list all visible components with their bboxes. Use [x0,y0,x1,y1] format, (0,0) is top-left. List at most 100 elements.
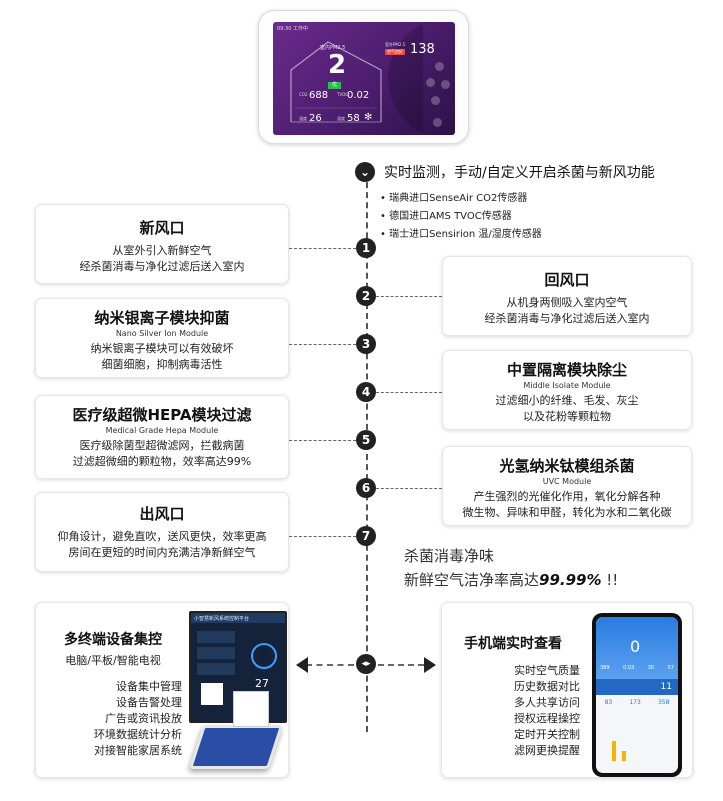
card-line: 从室外引入新鲜空气 [112,244,212,257]
pm-value: 2 [328,50,347,80]
connector [376,488,442,489]
step-card-hepa: 医疗级超微HEPA模块过滤 Medical Grade Hepa Module … [35,395,289,479]
mobile-feature-list: 实时空气质量 历史数据对比 多人共享访问 授权远程操控 定时开关控制 滤网更换提… [494,663,580,759]
temp-value: 26 [309,113,322,124]
card-title: 新风口 [139,219,185,237]
menu-button-settings[interactable] [441,80,450,89]
card-line: 过滤细小的纤维、毛发、灰尘 [495,394,639,407]
card-line: 经杀菌消毒与净化过滤后送入室内 [484,312,650,325]
card-title: 医疗级超微HEPA模块过滤 [72,406,252,424]
connector [376,296,442,297]
card-line: 细菌细胞，抑制病毒活性 [101,358,223,371]
arrow-left-icon [296,657,308,673]
menu-button-sterilize[interactable] [435,62,444,71]
card-line: 以及花粉等颗粒物 [523,410,611,423]
card-line: 纳米银离子模块可以有效破坏 [90,342,234,355]
step-card-fresh-air-inlet: 新风口 从室外引入新鲜空气 经杀菌消毒与净化过滤后送入室内 [35,204,289,284]
sensor-list: • 瑞典进口SenseAir CO2传感器 • 德国进口AMS TVOC传感器 … [380,190,542,244]
outdoor-value: 138 [410,42,435,57]
card-subtitle: Middle Isolate Module [523,381,611,390]
status-text: 09:30 工作中 [277,26,308,32]
multi-feature-list: 设备集中管理 设备告警处理 广告或资讯投放 环境数据统计分析 对接智能家居系统 [76,679,182,759]
step-card-uvc: 光氢纳米钛模组杀菌 UVC Module 产生强烈的光催化作用，氧化分解各种 微… [442,446,692,526]
pm-label: 室内PM2.5 [320,45,346,51]
card-line: 房间在更短的时间内充满洁净新鲜空气 [68,546,256,559]
center-dashed-line [366,172,368,732]
connector [289,440,356,441]
card-subtitle: UVC Module [542,477,592,486]
mobile-feature: 授权远程操控 [514,712,580,725]
laptop-screen-image [233,691,269,727]
multi-feature: 环境数据统计分析 [94,728,182,741]
card-line: 微生物、异味和甲醛，转化为水和二氧化碳 [462,506,672,519]
hum-value: 58 [347,113,360,124]
multi-subtitle: 电脑/平板/智能电视 [65,654,161,667]
qr-code-icon [201,683,223,705]
card-line: 仰角设计，避免直吹，送风更快，效率更高 [57,530,267,543]
connector [289,536,356,537]
tablet-image [188,725,284,769]
device-screen: 09:30 工作中 室内PM2.5 2 优 室外PM2.5 空气良好 138 C… [273,22,455,135]
phone-stat: 358 [657,699,670,706]
phone-stat: 83 [604,699,613,706]
connector [289,344,356,345]
step-card-outlet: 出风口 仰角设计，避免直吹，送风更快，效率更高 房间在更短的时间内充满洁净新鲜空… [35,492,289,572]
sensor-item: • 瑞士进口Sensirion 温/湿度传感器 [380,229,542,240]
mobile-feature: 定时开关控制 [514,728,580,741]
step-card-nano-silver: 纳米银离子模块抑菌 Nano Silver Ion Module 纳米银离子模块… [35,298,289,378]
card-title: 回风口 [544,271,590,289]
step-card-middle-isolate: 中置隔离模块除尘 Middle Isolate Module 过滤细小的纤维、毛… [442,350,692,430]
multi-terminal-card: 多终端设备集控 电脑/平板/智能电视 设备集中管理 设备告警处理 广告或资讯投放… [35,602,289,778]
step-node: 7 [356,526,376,546]
outdoor-label: 室外PM2.5 [385,42,406,47]
multi-feature: 设备告警处理 [116,696,182,709]
menu-button-fresh-air[interactable] [426,78,435,87]
monitor-title-bar: 小智慧新风系统控制平台 [191,613,285,623]
step-node: 5 [356,430,376,450]
card-subtitle: Medical Grade Hepa Module [105,426,219,435]
step-node: 3 [356,334,376,354]
card-subtitle: Nano Silver Ion Module [115,329,209,338]
arrow-right-icon [424,657,436,673]
outdoor-badge: 空气良好 [385,49,405,55]
mobile-feature: 历史数据对比 [514,680,580,693]
card-line: 经杀菌消毒与净化过滤后送入室内 [79,260,245,273]
phone-image: 0 389 0.03 30 57 11 83 173 358 [592,613,682,777]
slogan-suffix: !! [601,571,619,589]
card-line: 医疗级除菌型超微滤网，拦截病菌 [79,439,245,452]
slogan: 杀菌消毒净味 新鲜空气洁净率高达99.99% !! [404,544,618,592]
chevron-down-icon: ⌄ [355,162,375,182]
co2-label: CO2 [299,92,308,97]
card-title: 出风口 [139,505,185,523]
slogan-value: 99.99% [539,571,602,589]
co2-value: 688 [309,90,329,101]
step-node: 4 [356,382,376,402]
card-line: 从机身两侧吸入室内空气 [506,296,628,309]
card-title: 中置隔离模块除尘 [506,361,627,379]
phone-pm-value: 0 [630,637,641,656]
monitor-value: 27 [255,677,269,690]
hum-label: 湿度 [337,116,345,121]
phone-stat: 30 [647,665,655,671]
mobile-title: 手机端实时查看 [464,636,562,652]
sensor-item: • 瑞典进口SenseAir CO2传感器 [380,193,528,204]
temp-label: 温度 [299,116,307,121]
phone-mid-value: 11 [596,679,678,695]
connector [289,248,356,249]
mobile-feature: 滤网更换提醒 [514,744,580,757]
mobile-feature: 多人共享访问 [514,696,580,709]
phone-stat: 57 [667,665,674,671]
phone-stat: 173 [629,699,641,706]
card-title: 光氢纳米钛模组杀菌 [499,457,635,475]
step-node: 1 [356,238,376,258]
mobile-feature: 实时空气质量 [514,664,580,677]
menu-button-timer[interactable] [431,96,440,105]
multi-title: 多终端设备集控 [64,632,162,648]
step-node: 6 [356,478,376,498]
pm-badge: 优 [328,82,341,89]
tvoc-label: TVOC [337,92,349,97]
multi-feature: 对接智能家居系统 [94,744,182,757]
slogan-prefix: 新鲜空气洁净率高达 [404,571,540,589]
card-title: 纳米银离子模块抑菌 [94,309,230,327]
menu-button-more[interactable] [433,118,442,127]
